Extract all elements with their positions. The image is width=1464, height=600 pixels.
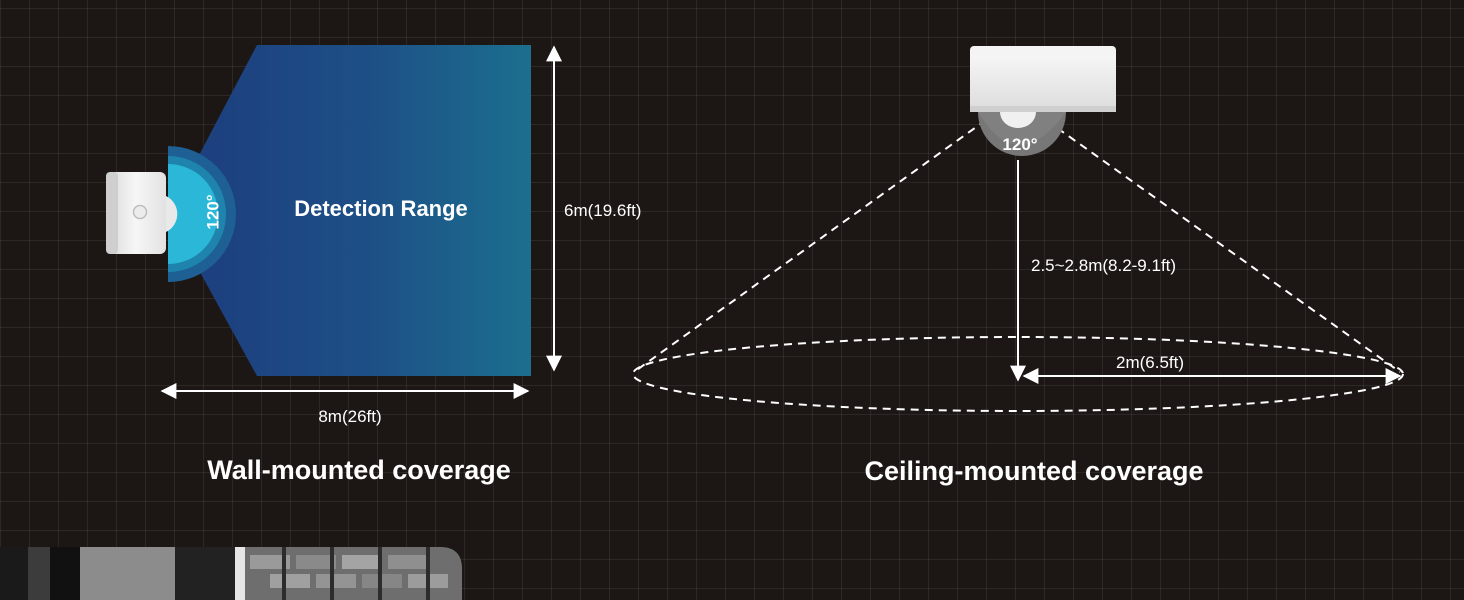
- wall-height-label: 6m(19.6ft): [564, 201, 641, 220]
- motion-sensor-icon: [106, 172, 178, 254]
- wall-sensor-ring-inner: [168, 164, 218, 264]
- ceiling-sensor-icon: [970, 46, 1116, 156]
- wall-angle-label: 120°: [203, 194, 222, 229]
- room-photo-preview: [0, 547, 462, 600]
- ceiling-mounted-diagram: 120° 2.5~2.8m(8.2-9.1ft) 2m(6.5ft) Ceili…: [632, 46, 1404, 486]
- ceiling-height-label: 2.5~2.8m(8.2-9.1ft): [1031, 256, 1176, 275]
- wall-detection-cone: [168, 45, 531, 376]
- wall-mounted-diagram: 120° Detection Range 6m(19.6ft) 8m(26ft)…: [106, 45, 641, 485]
- ceiling-angle-label: 120°: [1002, 135, 1037, 154]
- wall-width-label: 8m(26ft): [318, 407, 381, 426]
- wall-caption: Wall-mounted coverage: [207, 455, 511, 485]
- detection-range-label: Detection Range: [294, 196, 468, 221]
- ceiling-caption: Ceiling-mounted coverage: [864, 456, 1203, 486]
- ceiling-cone-right-edge: [1045, 119, 1401, 373]
- ceiling-coverage-ellipse: [632, 336, 1404, 412]
- ceiling-cone-left-edge: [633, 119, 987, 373]
- ceiling-radius-label: 2m(6.5ft): [1116, 353, 1184, 372]
